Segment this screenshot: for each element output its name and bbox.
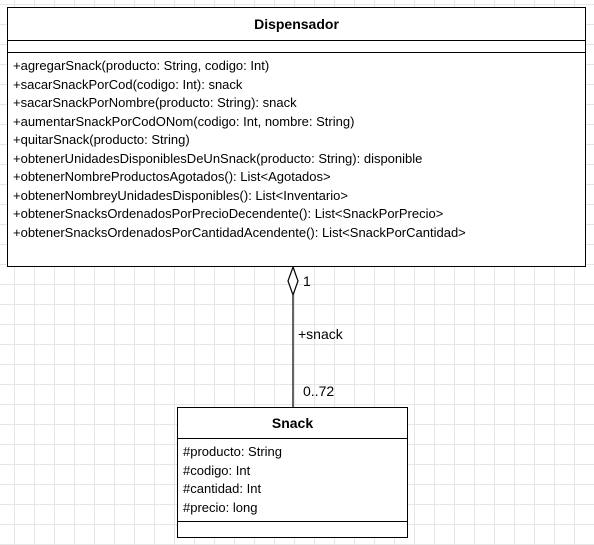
attribute-cantidad[interactable]: #cantidad: Int	[183, 481, 262, 496]
class-dispensador-name[interactable]: Dispensador	[254, 16, 339, 32]
method-sacar-snack-por-nombre[interactable]: +sacarSnackPorNombre(producto: String): …	[13, 95, 297, 110]
class-dispensador[interactable]: Dispensador +agregarSnack(producto: Stri…	[7, 7, 586, 267]
role-label[interactable]: +snack	[298, 326, 343, 342]
aggregation-diamond[interactable]	[287, 265, 299, 297]
method-aumentar-snack-por-cod-o-nom[interactable]: +aumentarSnackPorCodONom(codigo: Int, no…	[13, 113, 355, 129]
attribute-producto[interactable]: #producto: String	[183, 444, 283, 459]
method-obtener-unidades-disponibles[interactable]: +obtenerUnidadesDisponiblesDeUnSnack(pro…	[13, 150, 423, 166]
method-obtener-nombre-productos-agotados[interactable]: +obtenerNombreProductosAgotados(): List<…	[13, 169, 331, 184]
method-agregar-snack[interactable]: +agregarSnack(producto: String, codigo: …	[13, 58, 270, 73]
method-ordenados-por-cantidad[interactable]: +obtenerSnacksOrdenadosPorCantidadAcende…	[13, 224, 466, 240]
attribute-precio[interactable]: #precio: long	[183, 499, 258, 515]
class-snack-name[interactable]: Snack	[271, 415, 314, 431]
method-obtener-nombre-y-unidades[interactable]: +obtenerNombreyUnidadesDisponibles(): Li…	[13, 187, 348, 203]
method-sacar-snack-por-cod[interactable]: +sacarSnackPorCod(codigo: Int): snack	[13, 76, 243, 92]
class-snack-attributes: #producto: String #codigo: Int #cantidad…	[178, 438, 407, 521]
attribute-codigo[interactable]: #codigo: Int	[183, 462, 251, 478]
source-multiplicity-label[interactable]: 1	[303, 273, 311, 289]
method-ordenados-por-precio[interactable]: +obtenerSnacksOrdenadosPorPrecioDecenden…	[13, 206, 444, 221]
target-multiplicity-label[interactable]: 0..72	[303, 383, 335, 399]
class-dispensador-attributes	[8, 40, 585, 52]
class-snack-methods	[178, 521, 407, 534]
method-quitar-snack[interactable]: +quitarSnack(producto: String)	[13, 132, 190, 147]
class-dispensador-methods: +agregarSnack(producto: String, codigo: …	[8, 52, 585, 246]
class-snack[interactable]: Snack #producto: String #codigo: Int #ca…	[177, 407, 408, 538]
